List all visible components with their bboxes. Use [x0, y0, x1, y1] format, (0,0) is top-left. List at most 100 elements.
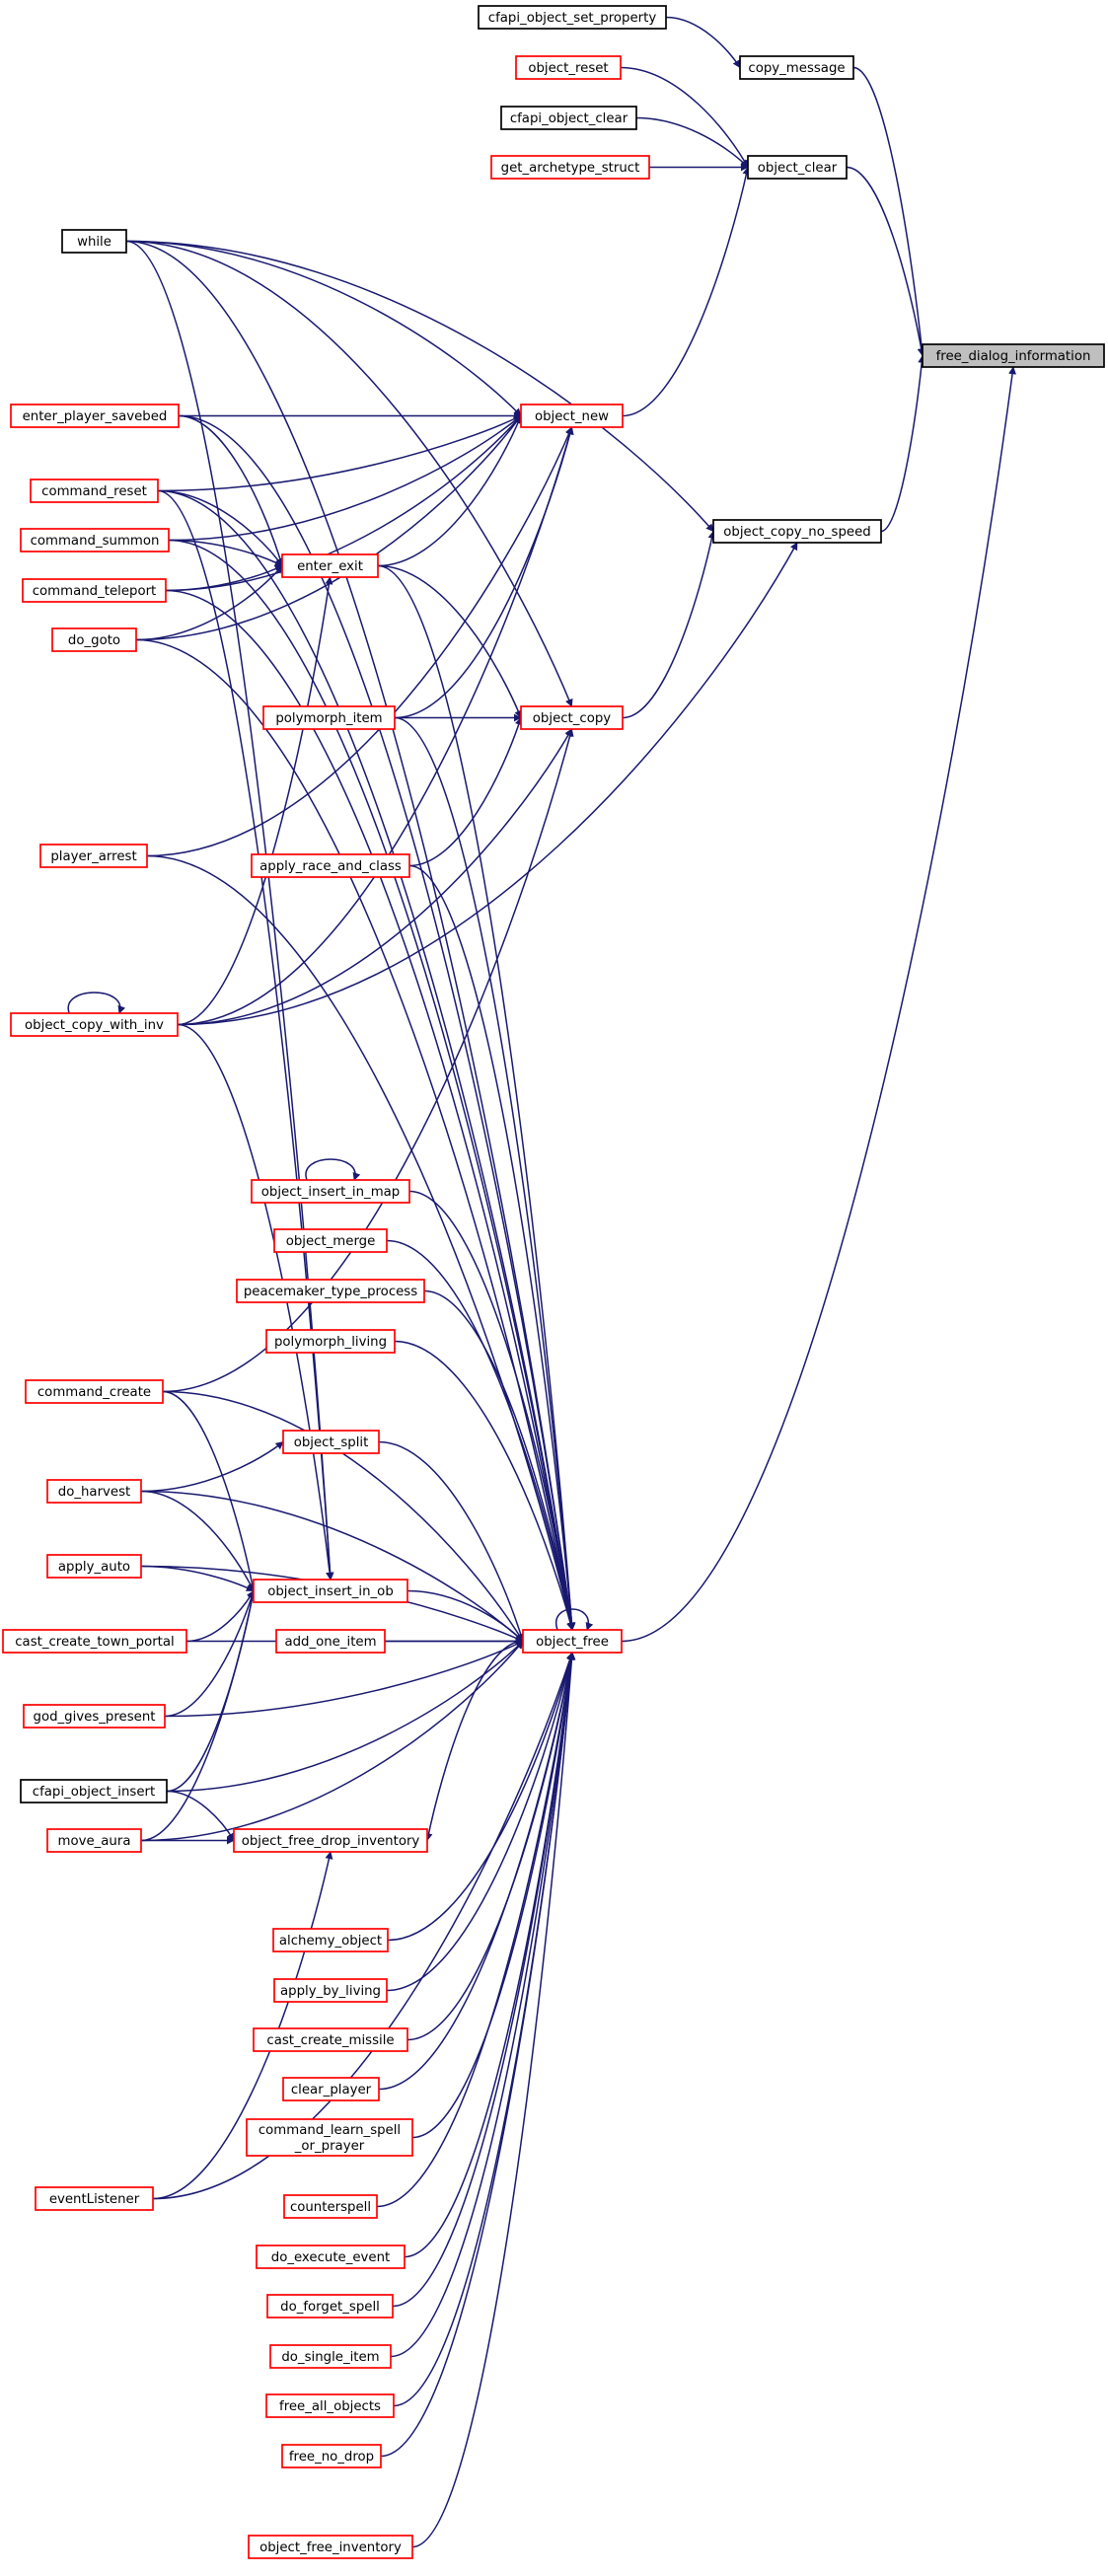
node-label: polymorph_item	[275, 711, 382, 726]
node-apply_by_living[interactable]: apply_by_living	[273, 1978, 388, 2003]
node-do_execute_event[interactable]: do_execute_event	[256, 2245, 406, 2269]
edge-object_insert_in_map-to-object_insert_in_map	[305, 1158, 361, 1181]
edge-while-to-object_free	[125, 240, 575, 1631]
node-object_new[interactable]: object_new	[520, 404, 624, 428]
node-free_no_drop[interactable]: free_no_drop	[281, 2444, 382, 2468]
node-object_reset[interactable]: object_reset	[515, 55, 622, 80]
node-label: object_free_drop_inventory	[242, 1834, 420, 1849]
edge-do_single_item-to-object_free	[390, 1652, 576, 2358]
node-object_free_drop_inventory[interactable]: object_free_drop_inventory	[233, 1828, 428, 1853]
edge-do_harvest-to-object_insert_in_ob	[140, 1490, 255, 1592]
edge-object_copy_no_speed-to-free_dialog_information	[880, 354, 926, 533]
node-object_clear[interactable]: object_clear	[747, 155, 848, 180]
node-cfapi_object_set_property[interactable]: cfapi_object_set_property	[478, 5, 667, 30]
node-do_forget_spell[interactable]: do_forget_spell	[266, 2294, 394, 2318]
edge-command_reset-to-enter_exit	[157, 489, 283, 567]
edge-move_aura-to-object_free	[140, 1640, 524, 1842]
node-eventListener[interactable]: eventListener	[35, 2186, 154, 2211]
node-label: copy_message	[748, 61, 845, 76]
node-object_insert_in_map[interactable]: object_insert_in_map	[251, 1179, 410, 1204]
edge-while-to-object_copy_no_speed	[125, 240, 714, 533]
node-box	[246, 2118, 413, 2157]
edge-object_copy_with_inv-to-object_copy_no_speed	[177, 542, 798, 1026]
edge-command_create-to-object_copy	[162, 728, 574, 1393]
node-cfapi_object_clear[interactable]: cfapi_object_clear	[500, 106, 637, 130]
node-box	[712, 519, 882, 544]
node-box	[39, 844, 148, 868]
edge-cast_create_town_portal-to-object_insert_in_ob	[185, 1589, 255, 1643]
node-box	[281, 2444, 382, 2468]
node-object_free[interactable]: object_free	[522, 1629, 623, 1654]
node-object_merge[interactable]: object_merge	[273, 1228, 388, 1253]
node-box	[20, 1779, 168, 1803]
node-get_archetype_struct[interactable]: get_archetype_struct	[490, 155, 650, 180]
node-object_free_inventory[interactable]: object_free_inventory	[248, 2535, 413, 2559]
node-apply_auto[interactable]: apply_auto	[46, 1554, 142, 1579]
node-do_harvest[interactable]: do_harvest	[46, 1479, 142, 1504]
node-god_gives_present[interactable]: god_gives_present	[23, 1704, 166, 1729]
node-command_create[interactable]: command_create	[25, 1379, 164, 1404]
node-box	[273, 1978, 388, 2003]
edge-move_aura-to-object_insert_in_ob	[140, 1589, 257, 1842]
node-label: command_learn_spell	[259, 2123, 401, 2138]
edge-object_free-to-object_free	[554, 1608, 594, 1631]
node-do_goto[interactable]: do_goto	[51, 627, 137, 652]
node-label: object_copy_with_inv	[25, 1018, 164, 1033]
node-command_learn_spell_or_prayer[interactable]: command_learn_spell_or_prayer	[246, 2118, 413, 2157]
node-alchemy_object[interactable]: alchemy_object	[272, 1928, 389, 1952]
node-box	[251, 1179, 410, 1204]
node-while[interactable]: while	[61, 229, 127, 254]
node-box	[35, 2186, 154, 2211]
node-polymorph_living[interactable]: polymorph_living	[265, 1329, 396, 1354]
node-label: object_split	[294, 1435, 369, 1450]
node-box	[46, 1828, 142, 1853]
edge-command_summon-to-enter_exit	[168, 539, 283, 567]
node-peacemaker_type_process[interactable]: peacemaker_type_process	[236, 1279, 425, 1303]
node-free_all_objects[interactable]: free_all_objects	[265, 2393, 395, 2418]
node-label: apply_by_living	[280, 1984, 381, 1999]
node-box	[265, 1329, 396, 1354]
node-copy_message[interactable]: copy_message	[739, 55, 854, 80]
node-object_copy_no_speed[interactable]: object_copy_no_speed	[712, 519, 882, 544]
node-cast_create_town_portal[interactable]: cast_create_town_portal	[2, 1629, 187, 1654]
edge-cfapi_object_insert-to-object_insert_in_ob	[166, 1589, 257, 1793]
node-command_summon[interactable]: command_summon	[20, 528, 170, 552]
node-move_aura[interactable]: move_aura	[46, 1828, 142, 1853]
node-command_teleport[interactable]: command_teleport	[22, 578, 167, 603]
node-label: eventListener	[49, 2192, 140, 2207]
node-label: command_teleport	[33, 584, 157, 599]
node-free_dialog_information[interactable]: free_dialog_information	[922, 343, 1105, 368]
node-box	[283, 2194, 378, 2219]
node-object_copy_with_inv[interactable]: object_copy_with_inv	[10, 1012, 179, 1037]
node-object_insert_in_ob[interactable]: object_insert_in_ob	[253, 1579, 408, 1603]
edge-polymorph_living-to-object_free	[394, 1340, 575, 1631]
node-object_copy[interactable]: object_copy	[520, 705, 624, 730]
node-box	[922, 343, 1105, 368]
node-object_split[interactable]: object_split	[282, 1430, 380, 1454]
node-label: free_all_objects	[279, 2399, 381, 2414]
node-player_arrest[interactable]: player_arrest	[39, 844, 148, 868]
edge-god_gives_present-to-object_insert_in_ob	[164, 1589, 256, 1718]
node-cast_create_missile[interactable]: cast_create_missile	[253, 2027, 408, 2052]
node-label: apply_auto	[58, 1560, 130, 1575]
edge-object_reset-to-object_clear	[620, 66, 749, 169]
node-command_reset[interactable]: command_reset	[30, 478, 159, 503]
node-enter_player_savebed[interactable]: enter_player_savebed	[10, 404, 180, 428]
node-box	[256, 2245, 406, 2269]
edge-command_reset-to-object_insert_in_ob	[157, 489, 334, 1581]
node-box	[10, 1012, 179, 1037]
node-apply_race_and_class[interactable]: apply_race_and_class	[251, 853, 410, 878]
node-do_single_item[interactable]: do_single_item	[269, 2344, 392, 2369]
edge-while-to-object_insert_in_ob	[125, 240, 334, 1581]
node-box	[265, 2393, 395, 2418]
edge-object_clear-to-free_dialog_information	[846, 166, 925, 357]
node-cfapi_object_insert[interactable]: cfapi_object_insert	[20, 1779, 168, 1803]
edge-cfapi_object_clear-to-object_clear	[635, 116, 749, 169]
node-counterspell[interactable]: counterspell	[283, 2194, 378, 2219]
node-clear_player[interactable]: clear_player	[282, 2077, 380, 2101]
node-box	[269, 2344, 392, 2369]
node-enter_exit[interactable]: enter_exit	[281, 553, 379, 578]
node-add_one_item[interactable]: add_one_item	[275, 1629, 386, 1654]
node-polymorph_item[interactable]: polymorph_item	[262, 705, 396, 730]
